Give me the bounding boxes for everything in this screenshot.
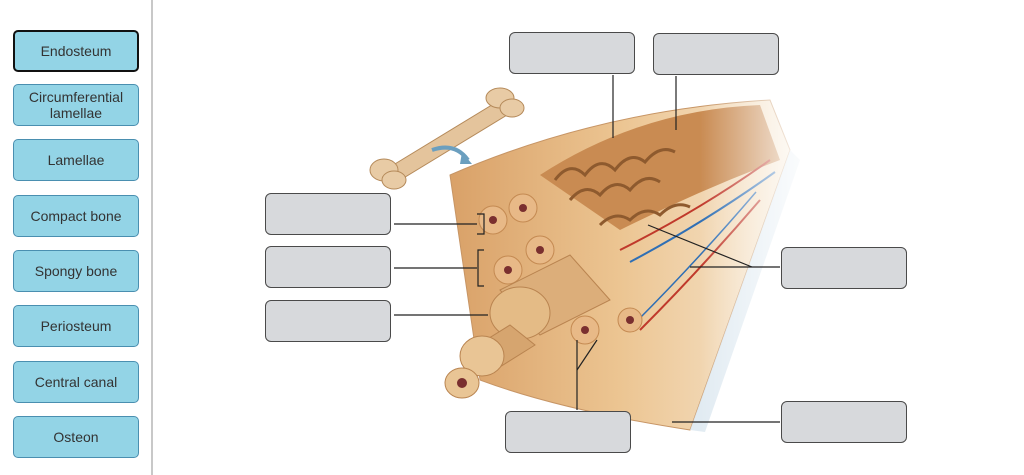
- drop-target-right-middle[interactable]: [781, 247, 907, 289]
- drop-target-top-right[interactable]: [653, 33, 779, 75]
- drop-target-left-lower[interactable]: [265, 300, 391, 342]
- term-periosteum[interactable]: Periosteum: [13, 305, 139, 347]
- term-endosteum[interactable]: Endosteum: [13, 30, 139, 72]
- term-lamellae[interactable]: Lamellae: [13, 139, 139, 181]
- drop-target-bottom-right[interactable]: [781, 401, 907, 443]
- osteons: [478, 193, 643, 345]
- long-bone-icon: [369, 87, 525, 190]
- drop-target-top-left[interactable]: [509, 32, 635, 74]
- arrow-head: [460, 152, 472, 164]
- drop-target-bottom-center[interactable]: [505, 411, 631, 453]
- telescoping-osteon: [444, 254, 611, 399]
- term-circumferential-lamellae[interactable]: Circumferential lamellae: [13, 84, 139, 126]
- term-bank: Endosteum Circumferential lamellae Lamel…: [0, 0, 153, 475]
- term-osteon[interactable]: Osteon: [13, 416, 139, 458]
- drop-target-left-upper[interactable]: [265, 193, 391, 235]
- leader-lines: [394, 75, 780, 423]
- term-central-canal[interactable]: Central canal: [13, 361, 139, 403]
- term-compact-bone[interactable]: Compact bone: [13, 195, 139, 237]
- term-spongy-bone[interactable]: Spongy bone: [13, 250, 139, 292]
- diagram-stage: [153, 0, 1024, 475]
- drop-target-left-middle[interactable]: [265, 246, 391, 288]
